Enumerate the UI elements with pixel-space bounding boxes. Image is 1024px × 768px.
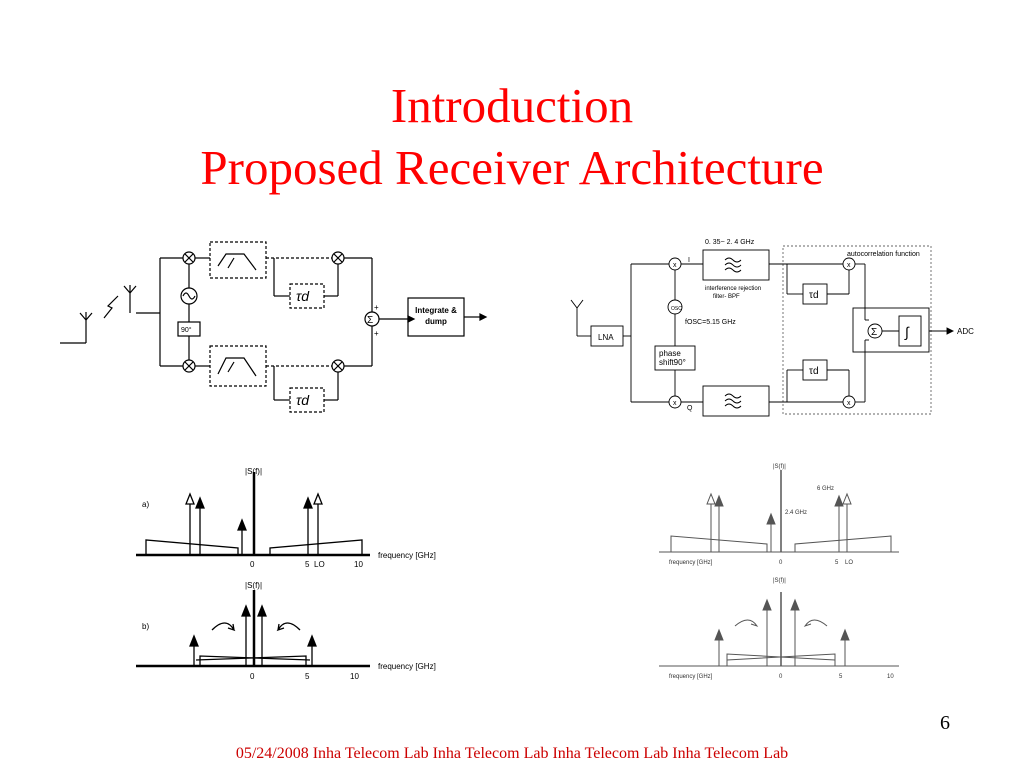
bandpass-filter-i <box>702 249 770 281</box>
antenna-icon <box>570 299 591 337</box>
lowpass-filter-bottom <box>209 345 267 387</box>
slide-number: 6 <box>940 712 950 734</box>
fold-arrow-left <box>211 622 236 632</box>
ylabel-bottom: |S(f)| <box>773 578 786 584</box>
mult-symbol-q: x <box>673 400 677 407</box>
osc-label: OSC <box>671 306 682 312</box>
delay-label-i: τd <box>809 290 819 301</box>
tick-0-b: 0 <box>250 672 255 681</box>
footer-text: 05/24/2008 Inha Telecom Lab Inha Telecom… <box>235 745 789 762</box>
delay-label-top: τd <box>296 288 310 304</box>
filter-label-2: filter- BPF <box>713 294 740 300</box>
band-label: 0. 35~ 2. 4 GHz <box>705 239 755 246</box>
band-right-top <box>794 535 892 552</box>
tick-5-a: 5 <box>305 560 310 569</box>
tick-10-b: 10 <box>350 672 359 681</box>
autocorrelation-box <box>782 245 932 415</box>
integrator-block <box>898 315 922 347</box>
left-spectrum-plots: a) |S(f)| frequency [GHz] 0 5 LO 10 b) |… <box>136 467 436 681</box>
tick-5-b: 5 <box>305 672 310 681</box>
slide-title-line1: Introduction <box>390 78 634 133</box>
label-24ghz: 2.4 GHz <box>785 510 807 516</box>
tick-5-bottom: 5 <box>839 674 843 680</box>
band-left-a <box>145 539 239 555</box>
xlabel-b: frequency [GHz] <box>378 662 436 671</box>
filter-label-1: interference rejection <box>705 286 761 292</box>
ylabel-a: |S(f)| <box>245 467 262 476</box>
plus-top: + <box>374 303 379 312</box>
delay-label-bottom: τd <box>296 392 310 408</box>
right-receiver-block-diagram: 0. 35~ 2. 4 GHz I Q OSC fOSC=5.15 GHz in… <box>570 239 974 417</box>
xlabel-a: frequency [GHz] <box>378 551 436 560</box>
autocorr-label: autocorrelation function <box>847 251 920 258</box>
sum-symbol: Σ <box>367 315 373 326</box>
tick-5-top: 5 <box>835 560 839 566</box>
tick-lo-a: LO <box>314 560 325 569</box>
tick-0-bottom: 0 <box>779 674 783 680</box>
branch-q-label: Q <box>687 405 693 412</box>
tick-10-bottom: 10 <box>887 674 894 680</box>
lowpass-filter-top <box>209 241 267 279</box>
integrate-label-1: Integrate & <box>415 306 457 315</box>
fold-arrow-right <box>276 622 301 632</box>
tick-lo-top: LO <box>845 560 853 566</box>
fold-arrow-left <box>734 619 759 627</box>
adc-label: ADC <box>957 327 974 336</box>
label-6ghz: 6 GHz <box>817 486 834 492</box>
slide-title-line2: Proposed Receiver Architecture <box>200 140 824 195</box>
left-receiver-block-diagram: 90° τd τd Σ + + Integrate & dump <box>60 241 488 413</box>
plus-bottom: + <box>374 329 379 338</box>
phase-label: 90° <box>181 326 192 334</box>
phase-label-1: phase <box>659 349 681 358</box>
delay-label-q: τd <box>809 366 819 377</box>
tick-0-a: 0 <box>250 560 255 569</box>
mult-symbol-auto-i: x <box>847 262 851 269</box>
integrate-label-2: dump <box>425 317 447 326</box>
plot-b-label: b) <box>142 622 149 631</box>
fosc-label: fOSC=5.15 GHz <box>685 319 736 326</box>
tick-10-a: 10 <box>354 560 363 569</box>
ylabel-top: |S(f)| <box>773 464 786 470</box>
integral-symbol: ∫ <box>904 324 910 340</box>
tick-0-top: 0 <box>779 560 783 566</box>
sum-symbol: Σ <box>871 327 877 338</box>
ylabel-b: |S(f)| <box>245 581 262 590</box>
phase-label-2: shift90° <box>659 358 686 367</box>
right-spectrum-plots: |S(f)| 6 GHz 2.4 GHz frequency [GHz] 0 5… <box>659 464 899 680</box>
xlabel-top: frequency [GHz] <box>669 560 713 566</box>
sum-integrator-block <box>852 307 930 353</box>
bandpass-filter-q <box>702 385 770 417</box>
lna-label: LNA <box>598 333 614 342</box>
antenna-icon <box>60 285 137 344</box>
band-right-a <box>269 539 363 555</box>
mult-symbol-i: x <box>673 262 677 269</box>
mult-symbol-auto-q: x <box>847 400 851 407</box>
fold-arrow-right <box>803 619 828 627</box>
plot-a-label: a) <box>142 500 149 509</box>
branch-i-label: I <box>688 257 690 264</box>
xlabel-bottom: frequency [GHz] <box>669 674 713 680</box>
